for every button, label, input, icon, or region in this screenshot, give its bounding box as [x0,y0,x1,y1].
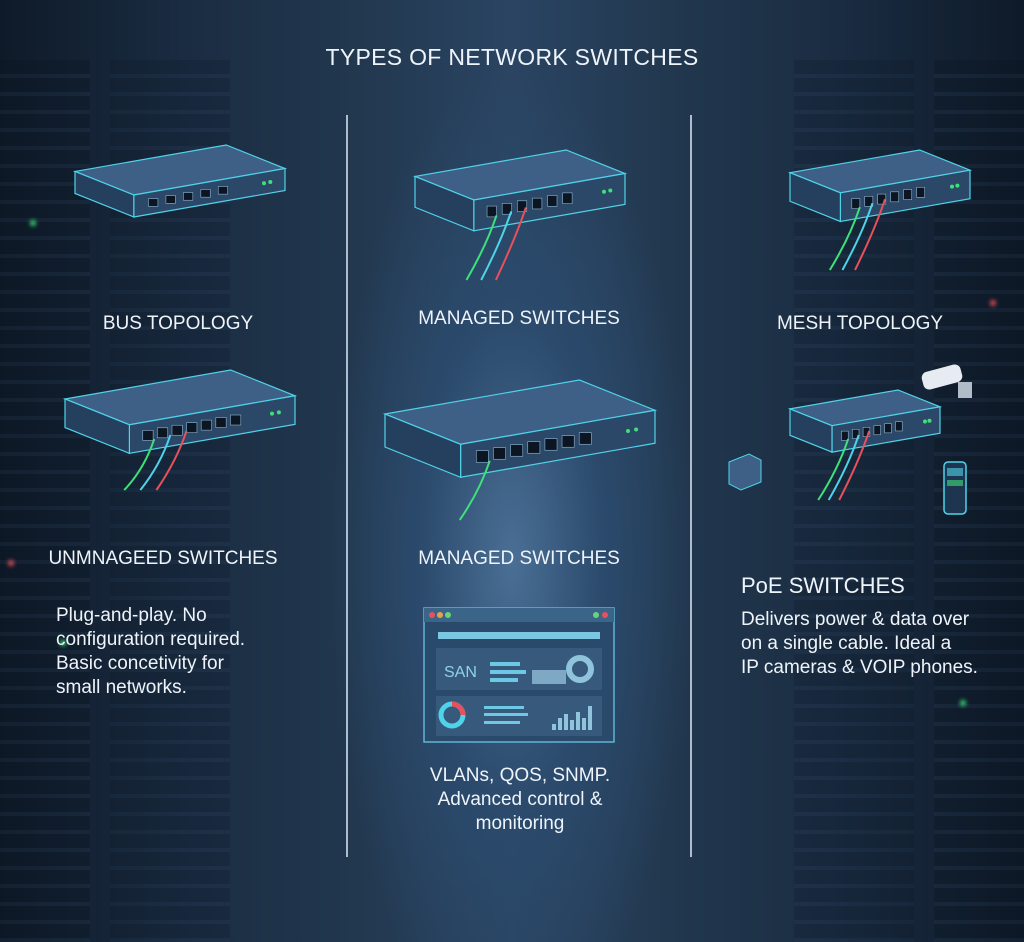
led-light [990,300,996,306]
poe-switch-illustration [787,389,943,501]
security-camera-icon [921,364,972,398]
description-line: VLANs, QOS, SNMP. [429,765,611,786]
led-light [60,640,66,646]
description-line: Advanced control & [437,789,603,810]
unmanaged-switch-illustration [62,369,298,491]
page-title: TYPES OF NETWORK SWITCHES [325,44,699,70]
server-rack-left [0,60,90,942]
unmanaged-switches-label: UNMNAGEED SWITCHES [48,548,278,569]
unmanaged-description: Plug-and-play. No configuration required… [56,604,245,700]
mesh-topology-switch-illustration [787,149,973,271]
managed-switches-bottom-label: MANAGED SWITCHES [418,548,620,569]
description-line: monitoring [475,813,565,834]
led-light [30,220,36,226]
managed-description: VLANs, QOS, SNMP. Advanced control & mon… [400,764,640,836]
managed-switch-illustration [412,149,628,281]
column-divider [346,115,348,857]
description-line: Delivers power & data over [741,609,970,630]
column-divider [690,115,692,857]
led-light [8,560,14,566]
poe-description: Delivers power & data over on a single c… [741,608,978,680]
dashboard-san-text: SAN [444,664,477,681]
description-line: IP cameras & VOIP phones. [741,657,978,678]
management-dashboard-illustration: SAN [423,607,615,743]
managed-switches-top-label: MANAGED SWITCHES [418,308,620,329]
description-line: on a single cable. Ideal a [741,633,952,654]
phone-icon [943,461,967,515]
server-device-icon [728,453,762,491]
bus-topology-label: BUS TOPOLOGY [102,313,254,334]
description-line: small networks. [56,677,187,698]
poe-switches-label: PoE SWITCHES [741,573,905,598]
description-line: Plug-and-play. No [56,605,207,626]
managed-switch-large-illustration [382,379,658,521]
description-line: Basic concetivity for [56,653,224,674]
led-light [960,700,966,706]
bus-topology-switch-illustration [72,144,288,218]
mesh-topology-label: MESH TOPOLOGY [776,313,944,334]
description-line: configuration required. [56,629,246,650]
